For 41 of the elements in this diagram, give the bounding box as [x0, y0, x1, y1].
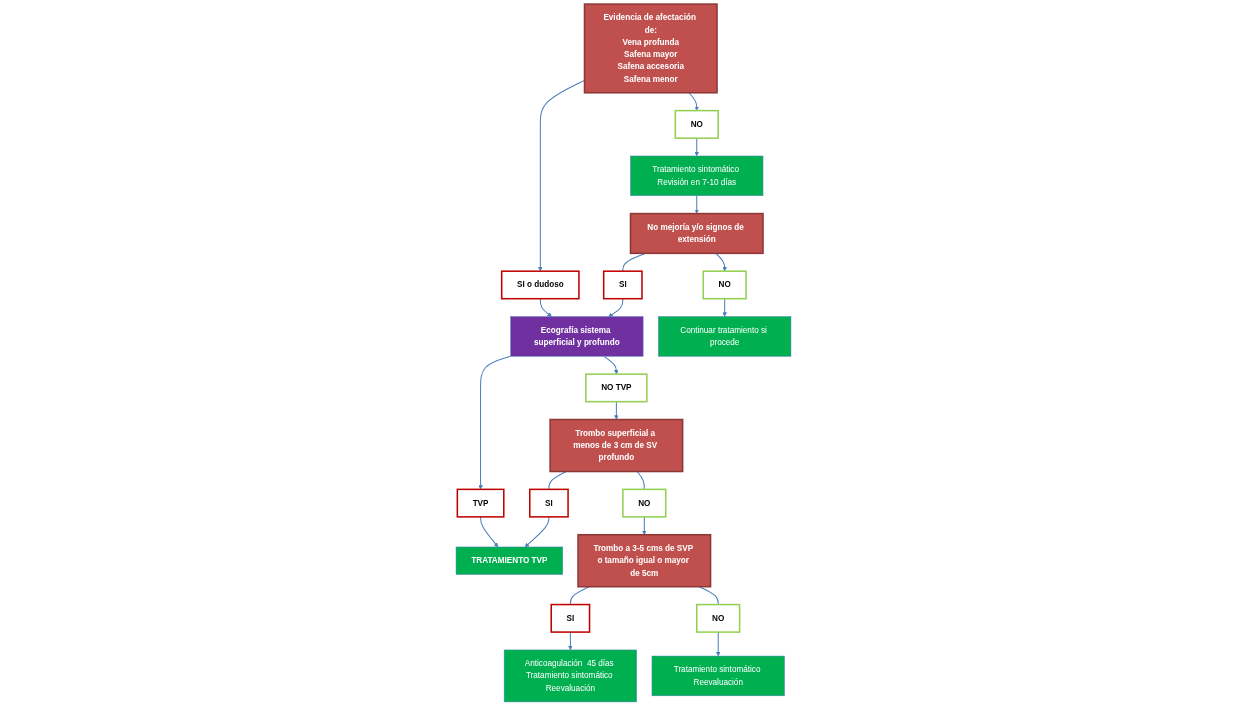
- node-box: SI: [528, 488, 569, 518]
- node-box: Anticoagulación 45 días Tratamiento sintomático Reevaluación: [503, 649, 637, 703]
- arrow: [537, 79, 585, 272]
- connector: [698, 586, 719, 606]
- node-box: Trombo a 3-5 cms de SVP o tamaño igual o mayor de 5cm: [576, 533, 711, 588]
- arrow: [477, 355, 511, 490]
- connector: [547, 471, 567, 490]
- node-box: Tratamiento sintomático Revisión en 7-10 días: [629, 155, 763, 196]
- node-box: Trombo superficial a menos de 3 cm de SV profundo: [548, 418, 683, 473]
- arrow: [715, 631, 720, 657]
- arrow: [688, 92, 699, 111]
- node-box: SI: [549, 603, 590, 633]
- node-box: No mejoría y/o signos de extensión: [629, 212, 764, 255]
- connector: [621, 252, 646, 272]
- node-box: NO TVP: [584, 373, 648, 403]
- arrow: [694, 195, 699, 214]
- node-box: NO: [621, 488, 666, 518]
- node-box: Evidencia de afectación de: Vena profunda Safena mayor Safena accesoria Safena menor: [583, 3, 718, 94]
- node-box: SI o dudoso: [500, 270, 580, 300]
- connector: [636, 471, 645, 490]
- arrow: [721, 298, 727, 317]
- node-box: TVP: [456, 488, 505, 518]
- node-box: Ecografía sistema superficial y profundo: [509, 316, 643, 357]
- node-box: TRATAMIENTO TVP: [455, 546, 563, 575]
- arrow: [567, 631, 573, 651]
- arrow: [694, 137, 699, 157]
- arrow: [524, 516, 549, 548]
- arrow: [539, 298, 552, 317]
- arrow: [613, 401, 619, 420]
- arrow: [715, 252, 727, 272]
- node-box: Tratamiento sintomático Reevaluación: [651, 655, 785, 697]
- node-box: NO: [702, 270, 747, 300]
- arrow: [603, 355, 619, 375]
- node-box: Continuar tratamiento si procede: [657, 316, 791, 357]
- connector: [569, 586, 590, 606]
- arrow: [641, 516, 647, 535]
- node-box: NO: [695, 603, 740, 633]
- arrow: [607, 298, 623, 317]
- node-box: NO: [674, 109, 719, 139]
- arrow: [479, 516, 498, 548]
- node-box: SI: [602, 270, 643, 300]
